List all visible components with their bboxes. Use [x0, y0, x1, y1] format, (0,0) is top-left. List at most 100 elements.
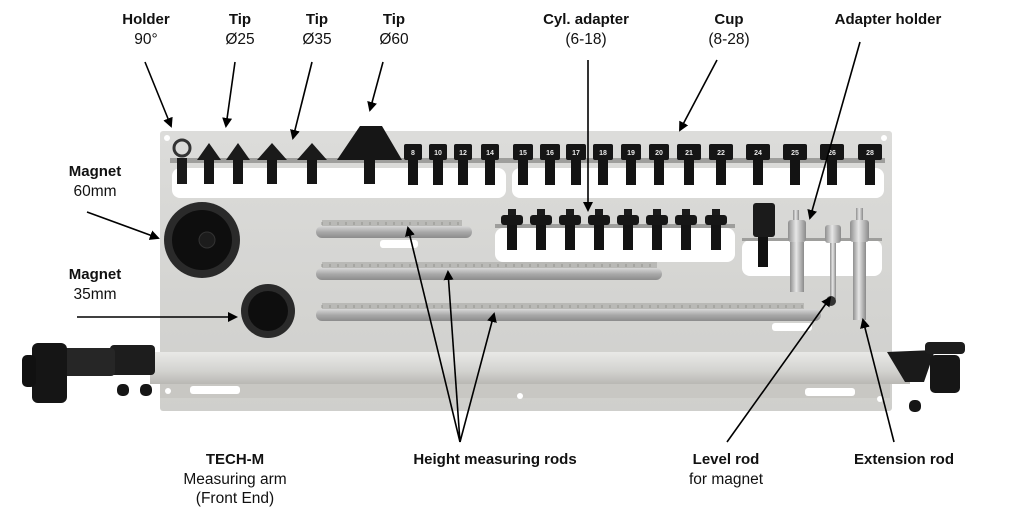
- tip-part: [197, 143, 221, 184]
- adapter-holder-part: [753, 203, 775, 267]
- cyl-adapter-part: [559, 209, 581, 250]
- arrow-magnet60: [86, 211, 160, 240]
- arrow-tip60: [367, 61, 384, 112]
- cup-size-label: 22: [717, 150, 725, 157]
- cup-part: 19: [621, 144, 641, 185]
- label-tip25: Tip Ø25: [210, 11, 270, 49]
- cup-part: 14: [481, 144, 499, 185]
- cup-part: 25: [783, 144, 807, 185]
- label-cyl-adapter-title: Cyl. adapter: [543, 11, 629, 28]
- label-tip60-sub: Ø60: [379, 30, 409, 48]
- cup-part: 24: [746, 144, 770, 185]
- cup-part: 21: [677, 144, 701, 185]
- label-holder-title: Holder: [122, 11, 170, 28]
- holder-90-part: [172, 138, 192, 184]
- measuring-arm-part: [22, 342, 965, 412]
- label-tech-m: TECH-M Measuring arm (Front End): [180, 451, 290, 509]
- label-tip60: Tip Ø60: [364, 11, 424, 49]
- label-magnet60: Magnet 60mm: [55, 163, 135, 201]
- cup-size-label: 12: [459, 150, 467, 157]
- label-magnet35: Magnet 35mm: [55, 266, 135, 304]
- board-mount-hole: [164, 135, 170, 141]
- cup-part: 18: [593, 144, 613, 185]
- cup-part: 28: [858, 144, 882, 185]
- cyl-adapters-group: [501, 209, 727, 250]
- adapter-shelf: [495, 224, 735, 228]
- adapter-holder-cutout: [742, 240, 882, 276]
- tip-part: [297, 143, 327, 184]
- arrow-tip25: [222, 61, 236, 128]
- cyl-adapter-part: [501, 209, 523, 250]
- cyl-adapter-part: [588, 209, 610, 250]
- height-rod-medium: [316, 262, 662, 280]
- label-tip25-title: Tip: [228, 11, 252, 28]
- cup-size-label: 25: [791, 150, 799, 157]
- label-height-rods-title: Height measuring rods: [413, 451, 577, 468]
- arrow-tip35: [290, 61, 313, 140]
- cup-part: 16: [540, 144, 560, 185]
- label-magnet35-sub: 35mm: [73, 285, 117, 303]
- cup-size-label: 14: [486, 150, 494, 157]
- label-level-rod-sub: for magnet: [688, 470, 764, 488]
- cup-size-label: 16: [546, 150, 554, 157]
- label-level-rod-title: Level rod: [692, 451, 760, 468]
- tip-part: [226, 143, 250, 184]
- adapter-holder-metal: [788, 210, 806, 292]
- cyl-adapter-part: [675, 209, 697, 250]
- cup-size-label: 28: [866, 150, 874, 157]
- cup-part: 17: [566, 144, 586, 185]
- label-adapter-holder-title: Adapter holder: [834, 11, 942, 28]
- cup-size-label: 10: [434, 150, 442, 157]
- cyl-adapter-part: [705, 209, 727, 250]
- adapter-holder-shelf: [742, 238, 882, 241]
- label-magnet60-title: Magnet: [68, 163, 122, 180]
- magnet-60mm-part: [164, 202, 240, 278]
- arrow-height-rod-3: [459, 312, 497, 443]
- label-holder-sub: 90°: [134, 30, 158, 48]
- label-tip35-sub: Ø35: [302, 30, 332, 48]
- tip-60-part: [337, 126, 402, 184]
- label-tip25-sub: Ø25: [225, 30, 255, 48]
- cup-size-label: 8: [411, 150, 415, 157]
- cup-part: 12: [454, 144, 472, 185]
- cup-size-label: 20: [655, 150, 663, 157]
- cup-size-label: 17: [572, 150, 580, 157]
- arrow-level-rod: [726, 296, 832, 443]
- tip-part: [257, 143, 287, 184]
- arrow-height-rod-1: [405, 226, 461, 443]
- cyl-adapter-part: [530, 209, 552, 250]
- arrow-cup: [679, 59, 718, 132]
- cup-size-label: 18: [599, 150, 607, 157]
- top-rack-cutout-left: [172, 168, 506, 198]
- cup-part: 10: [429, 144, 447, 185]
- board-mount-hole: [881, 135, 887, 141]
- cup-part: 20: [649, 144, 669, 185]
- label-magnet60-sub: 60mm: [73, 182, 117, 200]
- callout-arrows: [77, 41, 895, 443]
- extension-rod-part: [850, 208, 869, 320]
- label-extension-rod: Extension rod: [834, 451, 974, 470]
- label-tech-m-sub2: (Front End): [195, 490, 275, 508]
- label-cup: Cup (8-28): [694, 11, 764, 49]
- cup-size-label: 24: [754, 150, 762, 157]
- arrow-adapter-holder: [807, 41, 861, 220]
- height-rod-long: [316, 303, 821, 331]
- arrow-holder: [144, 61, 173, 128]
- label-holder: Holder 90°: [110, 11, 182, 49]
- label-height-rods: Height measuring rods: [385, 451, 605, 470]
- label-cyl-adapter-sub: (6-18): [565, 30, 607, 48]
- cup-part: 22: [709, 144, 733, 185]
- label-tech-m-sub1: Measuring arm: [183, 470, 287, 488]
- label-extension-rod-title: Extension rod: [853, 451, 954, 468]
- label-cyl-adapter: Cyl. adapter (6-18): [526, 11, 646, 49]
- tips-group: [197, 126, 402, 184]
- arrow-height-rod-2: [443, 270, 461, 443]
- rod-scale-ticks: [321, 222, 803, 308]
- label-level-rod: Level rod for magnet: [676, 451, 776, 489]
- label-tech-m-title: TECH-M: [205, 451, 265, 468]
- cup-size-label: 19: [627, 150, 635, 157]
- label-tip60-title: Tip: [382, 11, 406, 28]
- label-tip35: Tip Ø35: [287, 11, 347, 49]
